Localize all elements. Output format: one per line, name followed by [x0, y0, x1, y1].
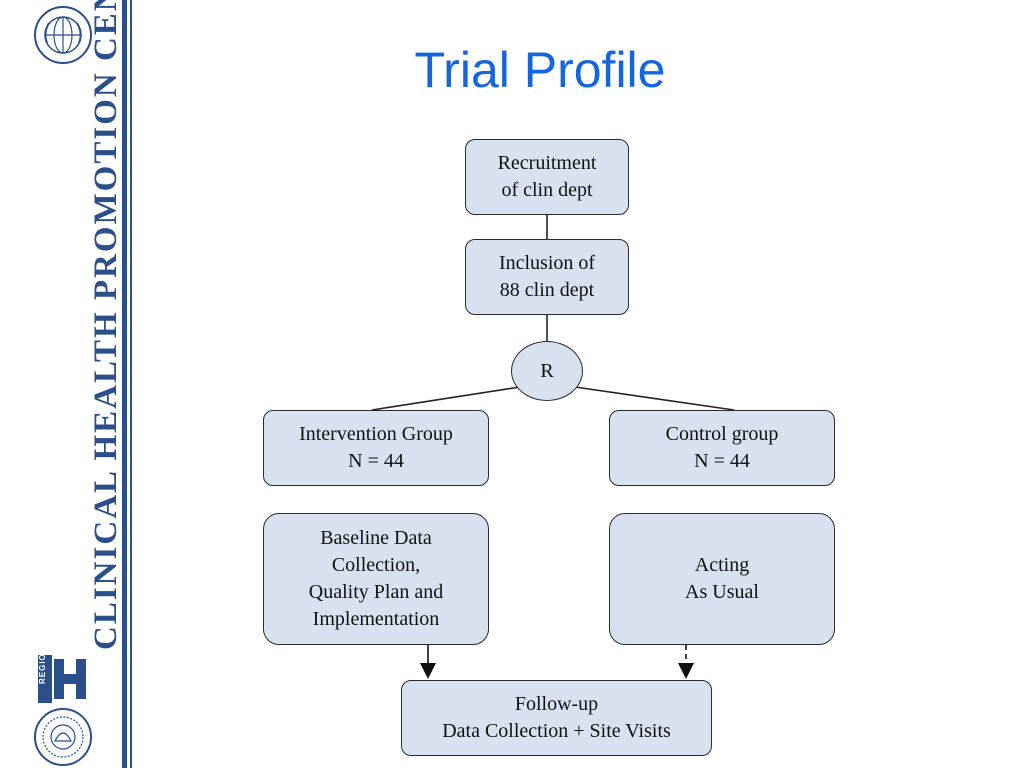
control-group-count: N = 44 [694, 450, 750, 472]
connector-r-intervention [371, 386, 521, 411]
intervention-group-title: Intervention Group [299, 423, 453, 445]
intervention-group-box: Intervention Group N = 44 [263, 410, 489, 486]
randomization-node: R [511, 341, 583, 401]
sidebar-divider-thin [130, 0, 132, 768]
recruitment-line-2: of clin dept [501, 179, 593, 201]
intervention-action-line-2: Collection, [331, 554, 421, 576]
control-action-line-1: Acting [694, 554, 750, 576]
region-h-logo-icon [38, 655, 86, 703]
follow-up-line-1: Follow-up [514, 693, 599, 715]
page-title: Trial Profile [414, 42, 666, 98]
seal-emblem-icon [34, 708, 92, 766]
follow-up-box: Follow-up Data Collection + Site Visits [401, 680, 712, 756]
who-emblem-icon [34, 6, 92, 64]
intervention-action-line-1: Baseline Data [320, 527, 432, 549]
intervention-action-line-3: Quality Plan and [308, 581, 444, 603]
control-group-title: Control group [665, 423, 779, 445]
intervention-group-count: N = 44 [348, 450, 404, 472]
sidebar-divider-thick [122, 0, 127, 768]
control-group-box: Control group N = 44 [609, 410, 835, 486]
inclusion-line-2: 88 clin dept [499, 279, 595, 301]
inclusion-box: Inclusion of 88 clin dept [465, 239, 629, 315]
recruitment-line-1: Recruitment [497, 152, 597, 174]
recruitment-box: Recruitment of clin dept [465, 139, 629, 215]
control-action-line-2: As Usual [685, 581, 759, 603]
connector-r-control [574, 386, 735, 411]
inclusion-line-1: Inclusion of [498, 252, 596, 274]
control-action-box: Acting As Usual [609, 513, 835, 645]
intervention-action-line-4: Implementation [312, 608, 440, 630]
follow-up-line-2: Data Collection + Site Visits [442, 720, 671, 742]
branding-sidebar: CLINICAL HEALTH PROMOTION CENTRE REGION [0, 0, 124, 768]
intervention-action-box: Baseline Data Collection, Quality Plan a… [263, 513, 489, 645]
